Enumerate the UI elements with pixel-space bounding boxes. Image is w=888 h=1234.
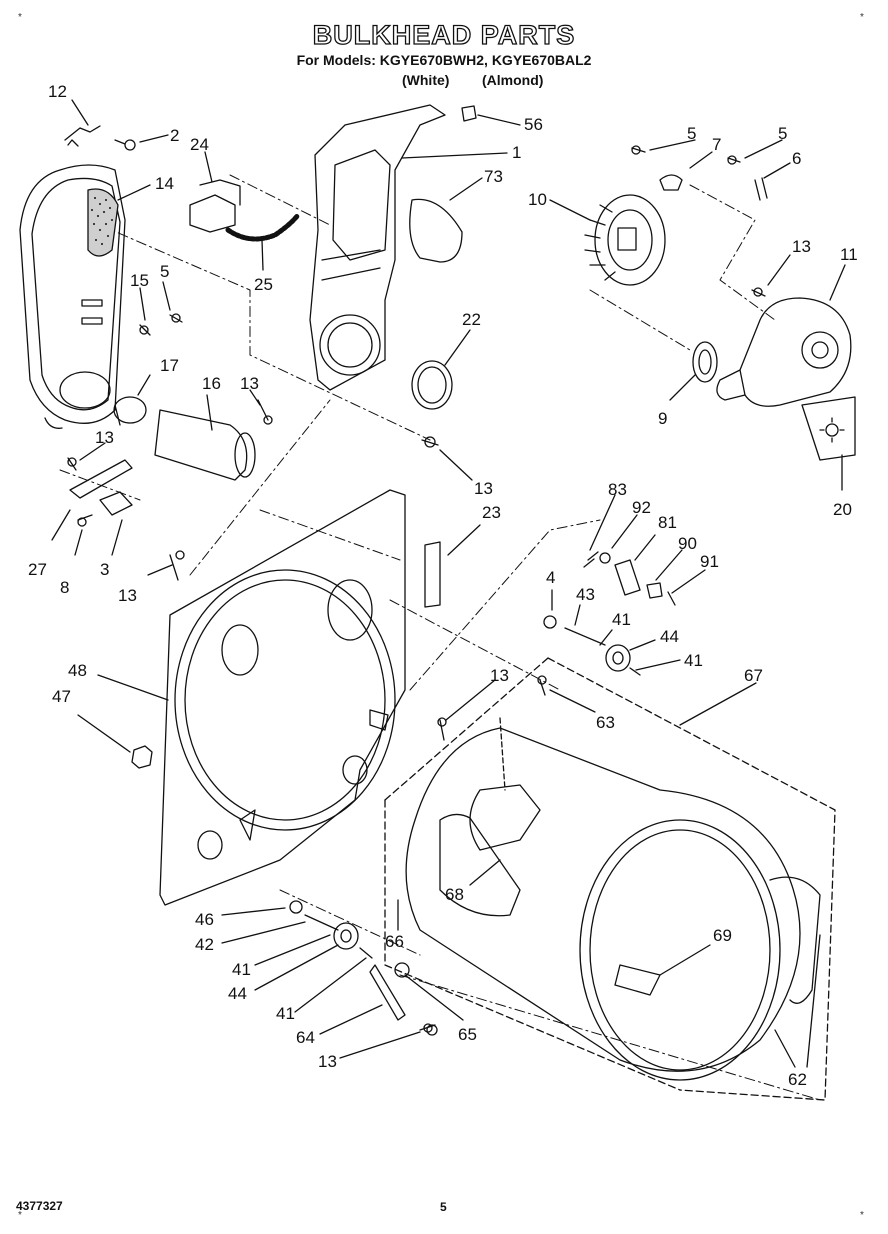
page-number: 5 [440, 1200, 447, 1214]
fastener-part-7 [659, 174, 683, 191]
screw-fasteners [67, 145, 766, 1033]
roller-assembly-lower [289, 900, 438, 1036]
models-line: For Models: KGYE670BWH2, KGYE670BAL2 [296, 52, 592, 68]
bracket-part-3 [99, 491, 133, 516]
exhaust-tube [113, 396, 256, 481]
callout-12: 12 [48, 82, 67, 101]
callout-42: 42 [195, 935, 214, 954]
callout-13: 13 [95, 428, 114, 447]
callout-44: 44 [228, 984, 247, 1003]
callout-62: 62 [788, 1070, 807, 1089]
callout-16: 16 [202, 374, 221, 393]
callout-7: 7 [712, 135, 721, 154]
callout-5: 5 [778, 124, 787, 143]
callout-83: 83 [608, 480, 627, 499]
callout-73: 73 [484, 167, 503, 186]
callout-46: 46 [195, 910, 214, 929]
assembly-guide-lines [59, 174, 821, 1101]
callout-24: 24 [190, 135, 209, 154]
callout-67: 67 [744, 666, 763, 685]
variant-almond-label: (Almond) [482, 72, 544, 88]
callout-43: 43 [576, 585, 595, 604]
filter-guide-part-23 [424, 541, 441, 608]
callout-5: 5 [160, 262, 169, 281]
seal-part-9 [692, 341, 718, 383]
callout-5: 5 [687, 124, 696, 143]
callout-13: 13 [792, 237, 811, 256]
callout-69: 69 [713, 926, 732, 945]
callout-6: 6 [792, 149, 801, 168]
screw-part-12 [64, 125, 101, 147]
door-switch-parts [583, 551, 676, 606]
callout-13: 13 [474, 479, 493, 498]
callout-64: 64 [296, 1028, 315, 1047]
clip-part-56 [461, 105, 477, 122]
wire-harness [189, 179, 301, 242]
callout-68: 68 [445, 885, 464, 904]
callout-14: 14 [155, 174, 174, 193]
callout-8: 8 [60, 578, 69, 597]
corner-mark-top-right: * [860, 12, 864, 23]
callout-63: 63 [596, 713, 615, 732]
callout-10: 10 [528, 190, 547, 209]
callout-13: 13 [318, 1052, 337, 1071]
roller-assembly-upper [543, 615, 641, 676]
callout-2: 2 [170, 126, 179, 145]
leader-lines [51, 99, 846, 1068]
callout-44: 44 [660, 627, 679, 646]
dryer-drum [384, 657, 836, 1101]
lint-screen-dots [91, 197, 113, 245]
callout-41: 41 [232, 960, 251, 979]
front-bulkhead-panel [159, 489, 406, 906]
callout-13: 13 [118, 586, 137, 605]
variant-white-label: (White) [402, 72, 450, 88]
callout-23: 23 [482, 503, 501, 522]
callout-9: 9 [658, 409, 667, 428]
page-title: BULKHEAD PARTS [312, 19, 576, 50]
callout-41: 41 [684, 651, 703, 670]
screw-part-2 [114, 139, 136, 151]
callout-4: 4 [546, 568, 555, 587]
callout-13: 13 [240, 374, 259, 393]
callout-90: 90 [678, 534, 697, 553]
callout-65: 65 [458, 1025, 477, 1044]
callout-1: 1 [512, 143, 521, 162]
document-number: 4377327 [16, 1199, 63, 1213]
callout-17: 17 [160, 356, 179, 375]
corner-mark-bottom-right: * [860, 1210, 864, 1221]
callout-66: 66 [385, 932, 404, 951]
callout-41: 41 [612, 610, 631, 629]
blower-housing [716, 297, 852, 407]
callout-47: 47 [52, 687, 71, 706]
nut-part-47 [131, 745, 153, 769]
gasket-part-22 [411, 360, 453, 410]
corner-mark-bottom-left: * [18, 1210, 22, 1221]
corner-mark-top-left: * [18, 12, 22, 23]
seal-part-73 [409, 198, 463, 263]
callout-15: 15 [130, 271, 149, 290]
callout-92: 92 [632, 498, 651, 517]
callout-56: 56 [524, 115, 543, 134]
callout-labels: 12 2 24 56 1 73 14 5 7 5 6 10 13 11 25 1… [28, 82, 858, 1089]
callout-11: 11 [840, 245, 858, 264]
callout-25: 25 [254, 275, 273, 294]
rear-bulkhead-panel [309, 104, 446, 391]
bracket-part-6 [754, 179, 761, 201]
callout-20: 20 [833, 500, 852, 519]
callout-81: 81 [658, 513, 677, 532]
callout-41: 41 [276, 1004, 295, 1023]
callout-48: 48 [68, 661, 87, 680]
warning-label-part-20 [801, 396, 856, 461]
lint-duct-housing [19, 164, 126, 429]
clamp-part-27 [69, 459, 133, 499]
callout-27: 27 [28, 560, 47, 579]
callout-91: 91 [700, 552, 719, 571]
callout-22: 22 [462, 310, 481, 329]
callout-3: 3 [100, 560, 109, 579]
blower-wheel [584, 194, 666, 286]
callout-13: 13 [490, 666, 509, 685]
